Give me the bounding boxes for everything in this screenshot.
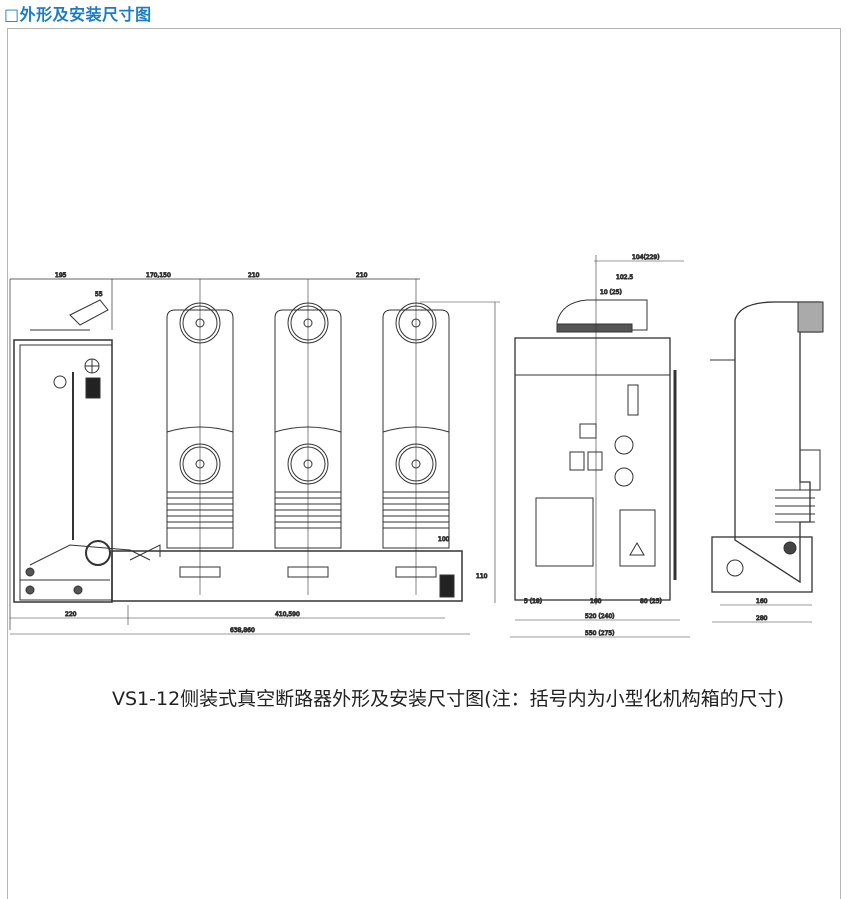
svg-text:210: 210 <box>248 272 260 279</box>
svg-text:520 (240): 520 (240) <box>585 613 615 620</box>
svg-text:550 (275): 550 (275) <box>585 630 615 637</box>
svg-text:638,860: 638,860 <box>230 627 255 634</box>
drawing-frame <box>7 28 841 899</box>
side-view-2: 160 280 <box>710 301 824 623</box>
svg-text:170,150: 170,150 <box>146 272 171 279</box>
base-frame <box>111 550 463 602</box>
front-view: 195 170,150 210 210 55 220 638,860 410,5… <box>9 272 500 635</box>
svg-text:55: 55 <box>95 291 103 298</box>
section-title: □外形及安装尺寸图 <box>4 5 152 24</box>
svg-text:80 (25): 80 (25) <box>640 598 662 605</box>
svg-text:195: 195 <box>55 272 67 279</box>
side-view-1: 104(229) 102.5 10 (25) 520 (240) 550 (27… <box>510 254 690 638</box>
pole-1 <box>166 279 234 595</box>
svg-text:210: 210 <box>356 272 368 279</box>
pole-2 <box>274 279 342 595</box>
svg-text:160: 160 <box>590 598 602 605</box>
svg-text:102.5: 102.5 <box>616 274 633 281</box>
svg-text:5 (18): 5 (18) <box>524 598 542 605</box>
svg-text:160: 160 <box>756 598 768 605</box>
svg-text:220: 220 <box>65 611 77 618</box>
svg-text:100: 100 <box>438 536 450 543</box>
svg-text:280: 280 <box>756 615 768 622</box>
svg-text:104(229): 104(229) <box>632 254 660 261</box>
pole-3 <box>382 279 450 595</box>
figure-caption: VS1-12侧装式真空断路器外形及安装尺寸图(注：括号内为小型化机构箱的尺寸) <box>111 688 784 710</box>
svg-text:110: 110 <box>476 573 488 580</box>
svg-text:410,590: 410,590 <box>275 611 300 618</box>
svg-text:10 (25): 10 (25) <box>600 289 622 296</box>
